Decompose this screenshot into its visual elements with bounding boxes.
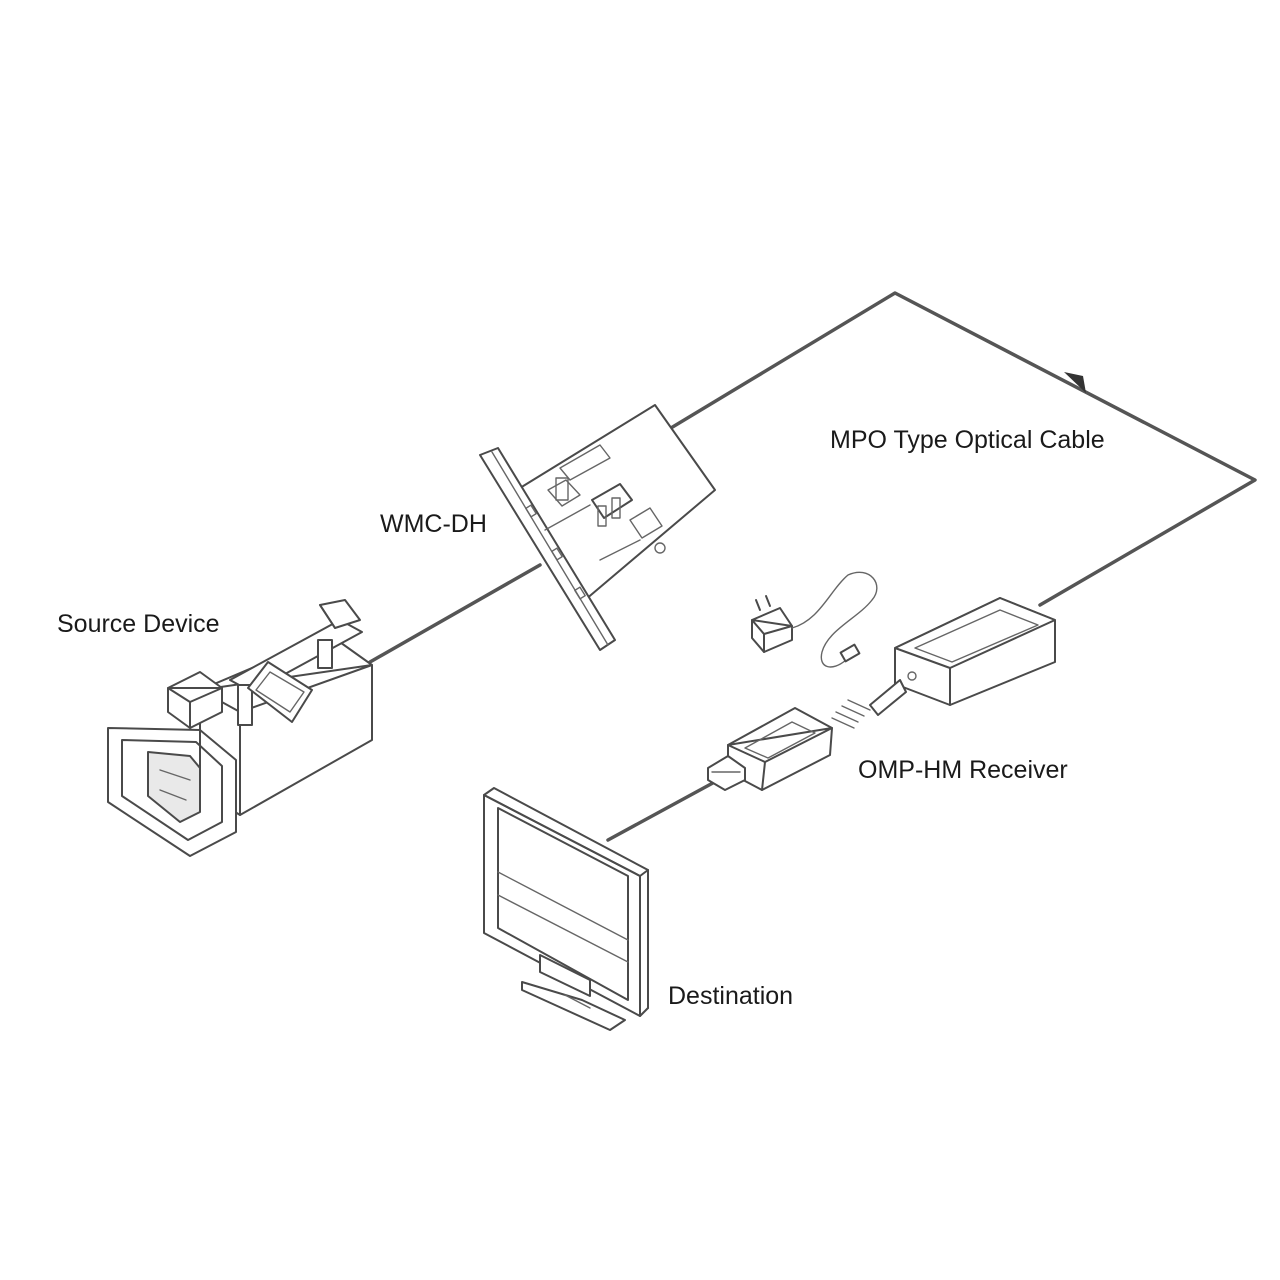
mpo-cable-label: MPO Type Optical Cable	[830, 426, 1105, 454]
destination-label: Destination	[668, 982, 794, 1010]
cable-direction-arrow	[1064, 372, 1086, 393]
hdmi-cable-destination	[606, 776, 724, 842]
omp-hm-receiver-label: OMP-HM Receiver	[858, 756, 1068, 784]
hdmi-cable-source	[368, 563, 542, 664]
receiver-module-icon	[707, 597, 1056, 791]
monitor-icon	[483, 787, 649, 1031]
interface-card-icon	[479, 404, 716, 651]
power-adapter-icon	[751, 571, 878, 668]
wmc-dh-label: WMC-DH	[380, 510, 487, 538]
mpo-optical-cable	[566, 291, 1257, 607]
source-device-label: Source Device	[57, 610, 220, 638]
camcorder-icon	[107, 599, 373, 857]
